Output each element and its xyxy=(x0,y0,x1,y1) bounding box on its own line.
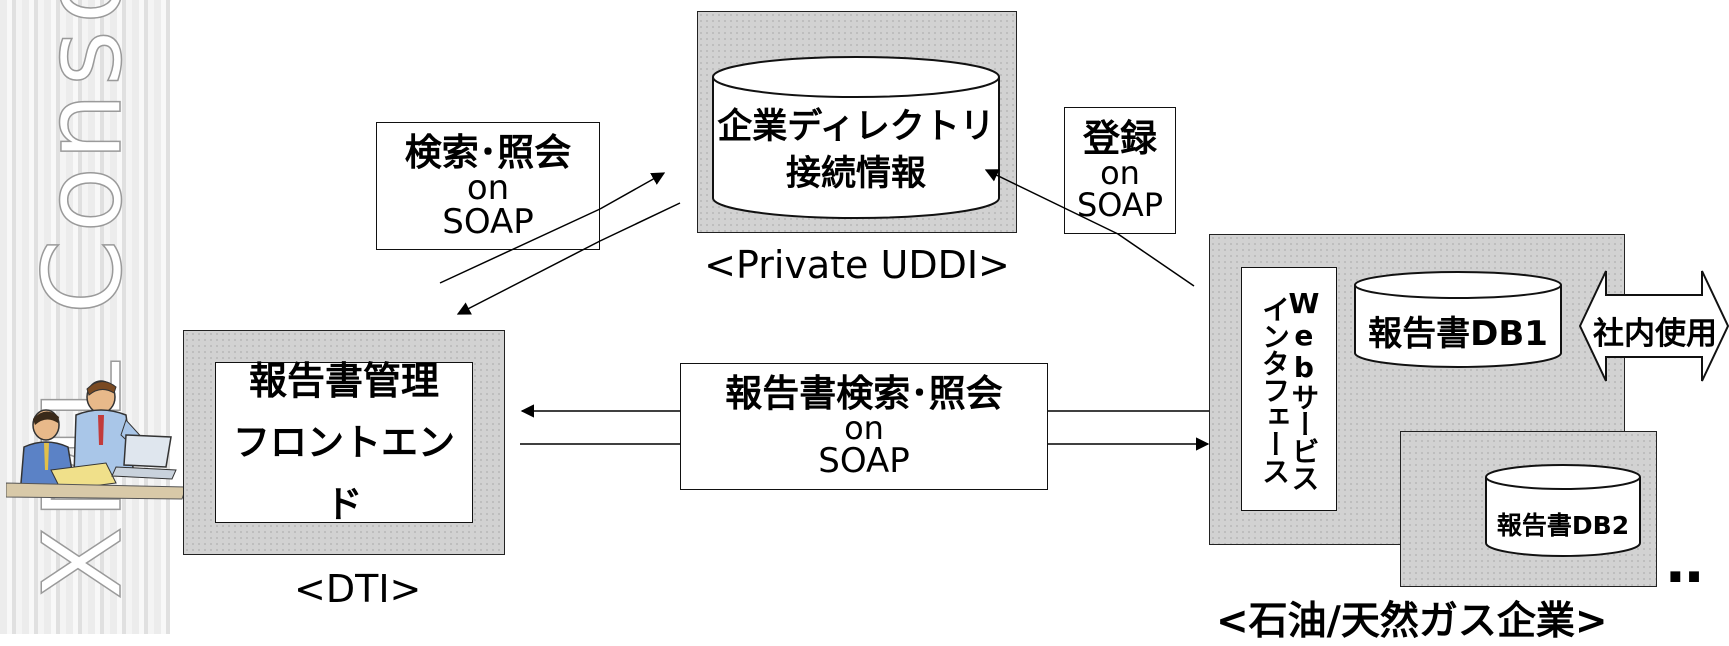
internal-use-arrow xyxy=(1578,270,1729,382)
report-db2-label: 報告書DB2 xyxy=(1496,511,1630,540)
decorative-stripe xyxy=(0,0,170,634)
search-response-arrow xyxy=(456,240,601,315)
dti-label: <DTI> xyxy=(294,567,422,611)
uddi-database-cylinder xyxy=(712,56,1000,219)
dti-frontend-box: 報告書管理 フロントエンド xyxy=(215,359,473,526)
more-ellipsis: ‥ xyxy=(1666,531,1708,596)
uddi-database-label: 企業ディレクトリ 接続情報 xyxy=(717,107,995,194)
internal-use-label: 社内使用 xyxy=(1593,316,1717,352)
report-db1-cylinder xyxy=(1354,271,1562,368)
report-db2-cylinder xyxy=(1485,464,1641,557)
search-request-arrow xyxy=(599,172,666,210)
search-request-line xyxy=(439,208,601,284)
register-soap-box: 登録 on SOAP xyxy=(1064,107,1176,234)
search-response-line xyxy=(599,202,681,242)
web-service-interface-box: Webサービス インタフェース xyxy=(1241,267,1337,511)
report-search-soap-box: 報告書検索･照会 on SOAP xyxy=(680,363,1048,490)
register-line xyxy=(1117,233,1195,287)
office-workers-clipart xyxy=(6,380,186,500)
report-db1-label: 報告書DB1 xyxy=(1368,314,1548,354)
search-soap-box: 検索･照会 on SOAP xyxy=(376,122,600,250)
uddi-label: <Private UDDI> xyxy=(704,243,1010,287)
register-arrow xyxy=(984,169,1119,235)
